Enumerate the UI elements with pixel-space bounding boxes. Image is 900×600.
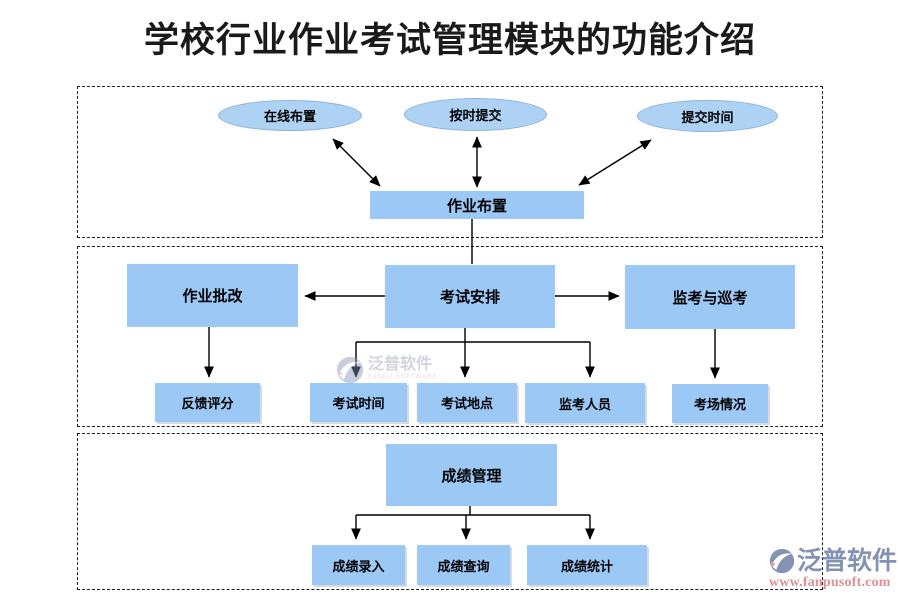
watermark-url: www.fanpusoft.com [769,575,891,590]
node-score-stats: 成绩统计 [527,545,647,585]
node-score-query: 成绩查询 [417,545,510,585]
node-score-entry: 成绩录入 [312,545,405,585]
fanpu-logo-icon [336,356,364,384]
node-exam-place: 考试地点 [417,383,517,422]
watermark-brand-text: 泛普软件 [796,546,897,575]
watermark-brand-text: 泛普软件 [368,356,433,373]
node-online-assign: 在线布置 [218,100,362,131]
node-homework-review: 作业批改 [127,264,298,327]
node-exam-time: 考试时间 [310,383,407,422]
node-ontime-submit: 按时提交 [404,98,547,131]
node-submit-time: 提交时间 [637,100,778,132]
node-proctoring: 监考与巡考 [625,265,795,329]
watermark-center: 泛普软件 FANPU SOFTWARE [336,356,437,384]
section-assignment-frame [77,86,823,238]
section-exam-frame [77,246,823,427]
node-feedback-score: 反馈评分 [155,383,260,422]
node-proctor-staff: 监考人员 [525,383,645,423]
node-exam-schedule: 考试安排 [385,265,555,328]
section-score-frame [77,433,823,590]
fanpu-logo-icon [769,548,795,574]
node-room-status: 考场情况 [672,384,768,423]
node-homework-assign: 作业布置 [370,191,584,219]
node-score-manage: 成绩管理 [386,444,557,506]
watermark-corner: 泛普软件 www.fanpusoft.com [769,546,897,591]
watermark-brand-subtext: FANPU SOFTWARE [368,373,438,380]
page-title: 学校行业作业考试管理模块的功能介绍 [143,21,756,60]
